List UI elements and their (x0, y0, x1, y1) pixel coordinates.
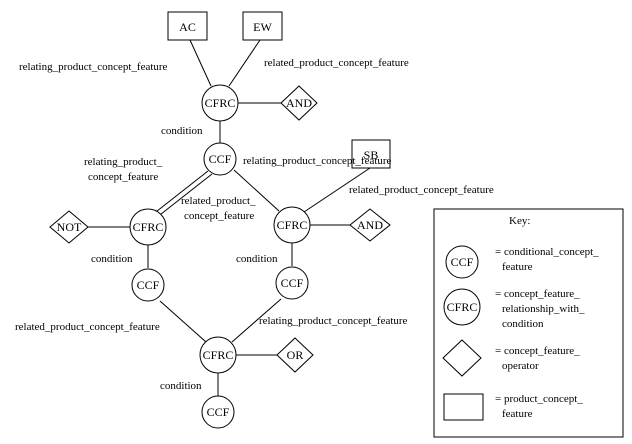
ccf-node-right-label: CCF (281, 276, 304, 290)
ccf-node-left: CCF (131, 268, 165, 302)
operator-node-and-top: AND (280, 85, 318, 121)
label-condition-right: condition (236, 253, 278, 265)
label-relating-right: relating_product_concept_feature (243, 155, 392, 167)
legend: Key: CCF = conditional_concept_ feature … (433, 208, 624, 438)
legend-cfrc-desc-3: condition (502, 318, 544, 330)
product-node-sb: SB (351, 139, 391, 169)
legend-operator-desc-2: operator (502, 360, 539, 372)
cfrc-node-right-label: CFRC (277, 218, 308, 232)
legend-cfrc-symbol-label: CFRC (447, 300, 478, 314)
cfrc-node-bottom: CFRC (199, 336, 237, 374)
cfrc-node-left-label: CFRC (133, 220, 164, 234)
ccf-node-top: CCF (203, 142, 237, 176)
operator-node-not-label: NOT (57, 220, 82, 234)
product-node-ac-label: AC (179, 20, 196, 34)
edge-labels: relating_product_concept_feature related… (15, 57, 494, 392)
cfrc-node-top: CFRC (201, 84, 239, 122)
label-related-mid-1: related_product_ (181, 195, 256, 207)
edge-ew-cfrc (228, 39, 261, 87)
legend-operator-desc-1: = concept_feature_ (495, 345, 580, 357)
legend-ccf-desc-1: = conditional_concept_ (495, 246, 599, 258)
product-node-ew-label: EW (253, 20, 272, 34)
legend-cfrc-desc-1: = concept_feature_ (495, 288, 580, 300)
operator-node-and-right: AND (349, 208, 391, 242)
ccf-node-left-label: CCF (137, 278, 160, 292)
legend-operator-diamond-icon (442, 339, 482, 377)
ccf-node-top-label: CCF (209, 152, 232, 166)
legend-product-desc-1: = product_concept_ (495, 393, 583, 405)
edge-ac-cfrc (189, 39, 212, 87)
legend-title: Key: (509, 215, 530, 227)
label-relating-left-2: concept_feature (88, 171, 158, 183)
operator-node-and-right-label: AND (357, 218, 383, 232)
edge-ccf-cfrc-right (233, 169, 280, 212)
label-related-ew: related_product_concept_feature (264, 57, 409, 69)
label-condition-left: condition (91, 253, 133, 265)
legend-ccf-symbol-label: CCF (451, 255, 474, 269)
legend-item-operator: = concept_feature_ operator (442, 339, 580, 377)
legend-item-product: = product_concept_ feature (443, 393, 583, 421)
label-condition-bottom: condition (160, 380, 202, 392)
legend-cfrc-desc-2: relationship_with_ (502, 303, 585, 315)
legend-product-box-icon (443, 393, 484, 421)
legend-item-cfrc: CFRC = concept_feature_ relationship_wit… (443, 288, 585, 330)
operator-node-and-top-label: AND (286, 96, 312, 110)
edge-ccf-right-cfrc-bottom (231, 298, 282, 343)
ccf-node-right: CCF (275, 266, 309, 300)
product-node-ac: AC (167, 11, 208, 41)
operator-node-or-label: OR (287, 348, 304, 362)
cfrc-node-right: CFRC (273, 206, 311, 244)
cfrc-node-left: CFRC (129, 208, 167, 246)
product-node-ew: EW (242, 11, 283, 41)
legend-item-ccf: CCF = conditional_concept_ feature (445, 245, 599, 279)
edge-ccf-cfrc-left-a (151, 170, 209, 216)
ccf-node-bottom: CCF (201, 395, 235, 429)
legend-ccf-desc-2: feature (502, 261, 533, 273)
legend-cfrc-symbol-circle (443, 288, 481, 326)
ccf-node-bottom-label: CCF (207, 405, 230, 419)
label-relating-ac: relating_product_concept_feature (19, 61, 168, 73)
legend-ccf-symbol-circle (445, 245, 479, 279)
legend-border (433, 208, 624, 438)
edge-ccf-left-cfrc-bottom (159, 300, 207, 343)
label-condition-top: condition (161, 125, 203, 137)
cfrc-node-top-label: CFRC (205, 96, 236, 110)
product-node-sb-label: SB (364, 148, 379, 162)
label-relating-bottom-right: relating_product_concept_feature (259, 315, 408, 327)
edge-ccf-cfrc-left-b (155, 173, 213, 219)
edge-sb-cfrc-right (303, 167, 371, 213)
label-related-mid-2: concept_feature (184, 210, 254, 222)
label-related-bottom-left: related_product_concept_feature (15, 321, 160, 333)
label-related-sb: related_product_concept_feature (349, 184, 494, 196)
cfrc-node-bottom-label: CFRC (203, 348, 234, 362)
operator-node-not: NOT (49, 210, 89, 244)
legend-product-desc-2: feature (502, 408, 533, 420)
label-relating-left-1: relating_product_ (84, 156, 163, 168)
operator-node-or: OR (276, 337, 314, 373)
edges (88, 39, 371, 396)
